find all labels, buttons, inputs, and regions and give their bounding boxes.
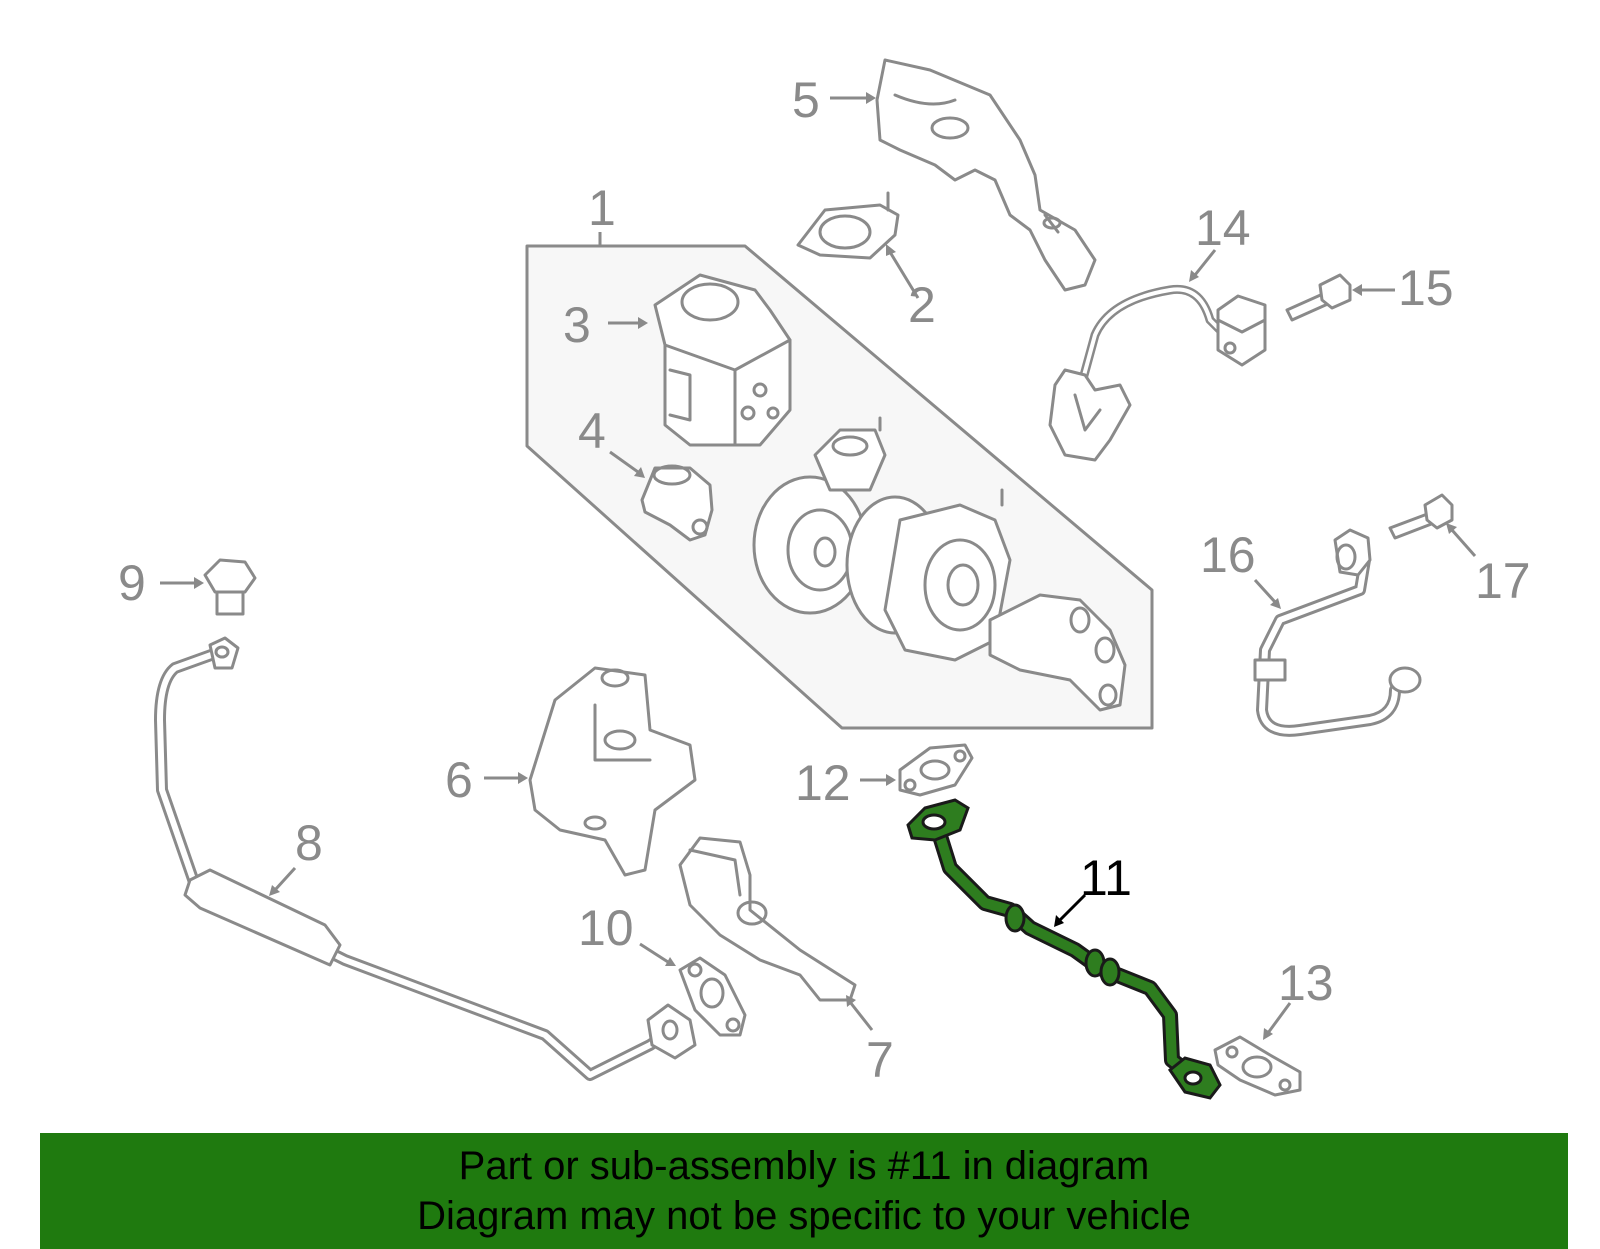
part-3-actuator[interactable] — [653, 273, 792, 447]
part-13-gasket[interactable] — [1213, 1035, 1302, 1097]
callout-4: 4 — [578, 403, 606, 459]
part-15-bolt[interactable] — [1285, 273, 1352, 322]
callout-10: 10 — [578, 900, 634, 956]
part-2-gasket[interactable] — [796, 191, 900, 260]
part-9-plug[interactable] — [203, 558, 257, 616]
callout-3: 3 — [563, 297, 591, 353]
part-7-bracket[interactable] — [678, 836, 857, 1002]
part-4-bracket[interactable] — [640, 464, 714, 542]
callout-6: 6 — [445, 752, 473, 808]
part-12-gasket[interactable] — [898, 743, 974, 797]
callout-12: 12 — [795, 755, 851, 811]
part-6-heat-shield[interactable] — [528, 666, 697, 877]
callout-17: 17 — [1475, 553, 1531, 609]
callout-16: 16 — [1200, 527, 1256, 583]
callout-7: 7 — [866, 1032, 894, 1088]
callout-5: 5 — [792, 72, 820, 128]
callout-9: 9 — [118, 555, 146, 611]
info-banner: Part or sub-assembly is #11 in diagram D… — [40, 1133, 1568, 1249]
callout-1: 1 — [588, 180, 616, 236]
callout-13: 13 — [1278, 955, 1334, 1011]
part-10-gasket[interactable] — [678, 956, 747, 1037]
callout-leaders — [160, 92, 1477, 1040]
info-banner-line-1: Part or sub-assembly is #11 in diagram — [458, 1144, 1150, 1188]
part-1-turbocharger[interactable] — [752, 416, 1127, 712]
callout-15: 15 — [1398, 260, 1454, 316]
part-14-oil-line[interactable] — [1048, 284, 1267, 462]
part-8-oil-return-line[interactable] — [154, 636, 697, 1081]
callout-2: 2 — [908, 277, 936, 333]
callout-8: 8 — [295, 815, 323, 871]
callout-14: 14 — [1195, 200, 1251, 256]
part-17-bolt[interactable] — [1388, 493, 1454, 540]
callout-11: 11 — [1080, 850, 1132, 906]
info-banner-line-2: Diagram may not be specific to your vehi… — [417, 1194, 1191, 1238]
part-5-heat-shield[interactable] — [875, 58, 1097, 292]
part-11-oil-supply-line[interactable] — [906, 798, 1222, 1100]
part-16-coolant-line[interactable] — [1253, 528, 1422, 737]
